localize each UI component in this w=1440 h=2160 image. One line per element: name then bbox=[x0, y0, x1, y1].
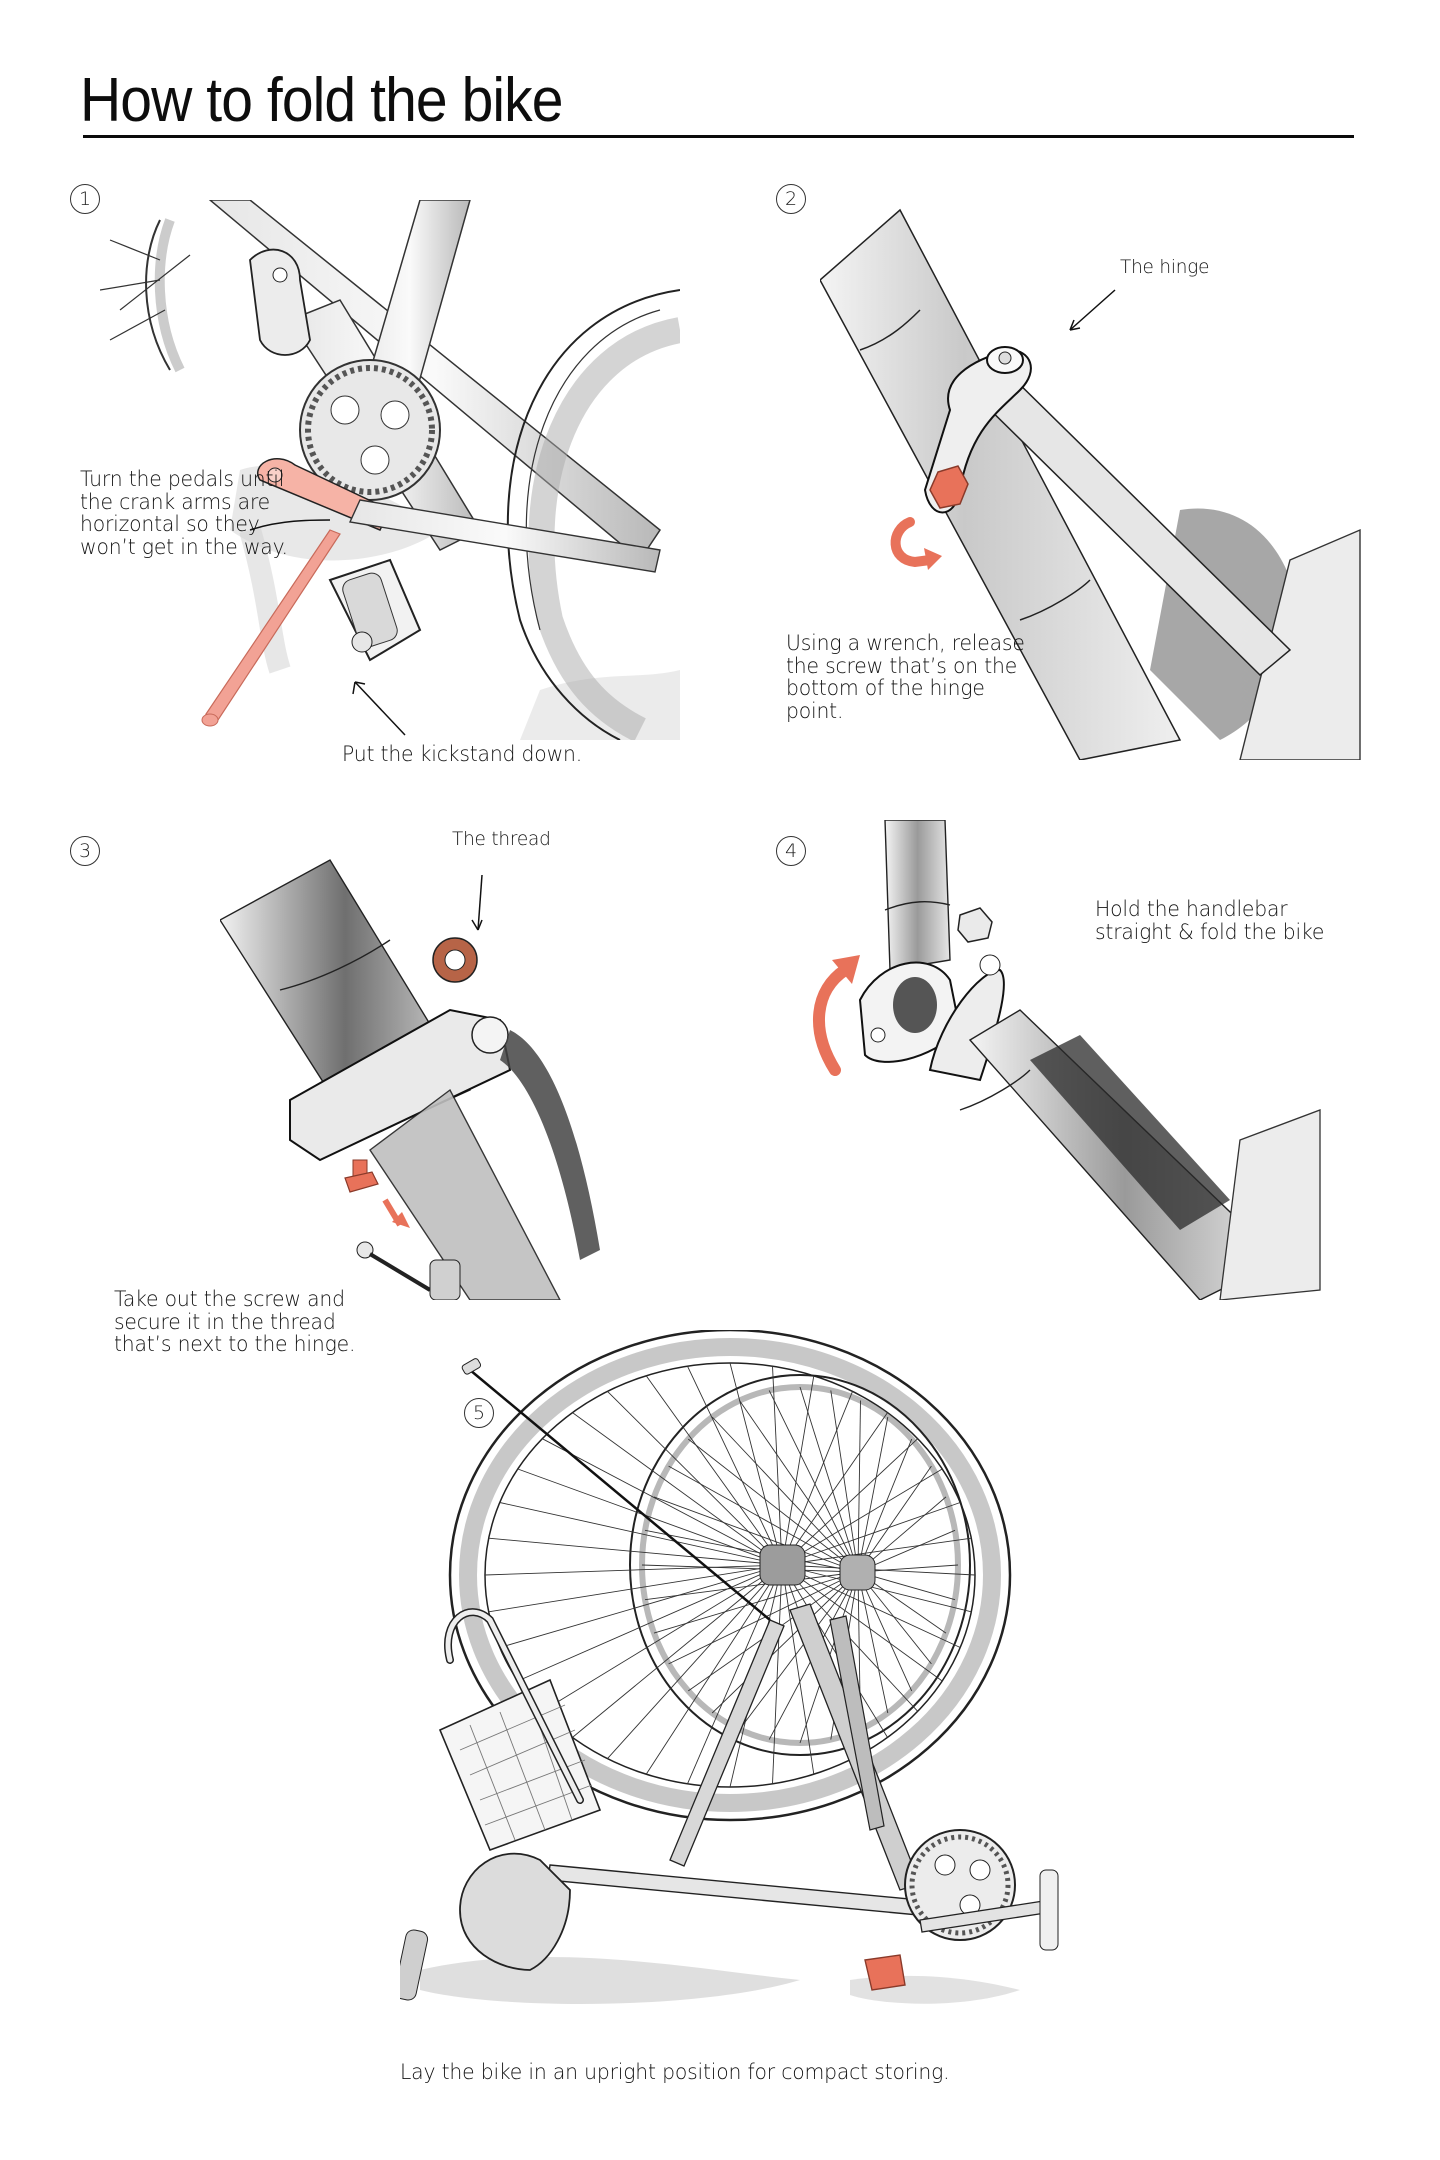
step-3-illustration bbox=[220, 830, 660, 1300]
spoke bbox=[857, 1571, 889, 1714]
wheel-spokes bbox=[484, 1362, 976, 1788]
spoke bbox=[645, 1564, 783, 1775]
spoke bbox=[799, 1386, 859, 1573]
spoke bbox=[517, 1564, 783, 1682]
step-3-number: 3 bbox=[70, 836, 100, 866]
spoke bbox=[711, 1416, 859, 1573]
spoke bbox=[711, 1571, 859, 1714]
spoke bbox=[781, 1468, 943, 1566]
seat bbox=[459, 1852, 571, 1971]
rear-wheel bbox=[448, 1330, 1012, 1822]
spoke bbox=[644, 1571, 859, 1601]
ground-shadow bbox=[420, 1957, 800, 2004]
spoke bbox=[653, 1571, 859, 1634]
page-title: How to fold the bike bbox=[80, 66, 563, 135]
spoke bbox=[781, 1564, 961, 1648]
spoke bbox=[739, 1400, 859, 1573]
thread-arrow bbox=[477, 874, 483, 931]
spoke bbox=[772, 1564, 783, 1784]
step-1-caption: Turn the pedals until the crank arms are… bbox=[80, 467, 288, 559]
step-3-caption: Take out the screw and secure it in the … bbox=[114, 1287, 356, 1356]
spoke bbox=[499, 1502, 783, 1566]
spoke bbox=[768, 1390, 859, 1573]
folded-bike-illustration bbox=[400, 1330, 1059, 2004]
step-1-number: 1 bbox=[70, 184, 100, 214]
spoke bbox=[607, 1564, 783, 1759]
step-5-illustration bbox=[400, 1330, 1080, 2020]
hinge-plate bbox=[289, 1008, 512, 1162]
step-2-illustration bbox=[820, 200, 1380, 760]
step-5-caption: Lay the bike in an upright position for … bbox=[400, 2060, 950, 2084]
spoke bbox=[687, 1366, 783, 1566]
step-1-illustration bbox=[100, 200, 680, 740]
spoke bbox=[781, 1564, 815, 1775]
spoke bbox=[645, 1375, 783, 1566]
screw-removal-illustration bbox=[220, 859, 600, 1300]
spoke bbox=[857, 1400, 861, 1573]
spoke bbox=[644, 1529, 859, 1573]
spoke bbox=[857, 1438, 913, 1573]
screw bbox=[344, 1171, 379, 1193]
spoke bbox=[641, 1564, 859, 1573]
kickstand bbox=[205, 529, 341, 721]
spoke bbox=[653, 1496, 859, 1573]
step-1-secondary-caption: Put the kickstand down. bbox=[342, 742, 583, 766]
spoke bbox=[781, 1375, 815, 1566]
thread-label: The thread bbox=[452, 828, 551, 850]
kickstand-foot bbox=[864, 1954, 906, 1991]
spoke bbox=[781, 1537, 972, 1566]
front-wheel-spokes bbox=[100, 239, 191, 341]
step-4-caption: Hold the handlebar straight & fold the b… bbox=[1095, 897, 1325, 944]
spoke bbox=[607, 1391, 783, 1566]
spoke bbox=[857, 1571, 913, 1692]
spoke bbox=[517, 1468, 783, 1566]
hinge-clamp bbox=[249, 248, 311, 356]
spoke bbox=[668, 1465, 859, 1573]
spoke bbox=[781, 1564, 976, 1576]
spoke bbox=[688, 1438, 859, 1573]
spoke bbox=[488, 1537, 783, 1566]
spoke bbox=[739, 1571, 859, 1730]
bike-crank-illustration bbox=[100, 200, 680, 740]
hinge-screw bbox=[929, 465, 969, 509]
spoke bbox=[830, 1390, 859, 1573]
spoke bbox=[687, 1564, 783, 1784]
spoke bbox=[781, 1564, 972, 1613]
front-wheel bbox=[629, 1374, 971, 1756]
spoke bbox=[499, 1564, 783, 1648]
spoke bbox=[572, 1412, 783, 1566]
spoke bbox=[488, 1564, 783, 1613]
spoke bbox=[572, 1564, 783, 1738]
hinge-arrow bbox=[1069, 289, 1116, 331]
kickstand-arrow bbox=[354, 681, 406, 736]
crank-leader-line bbox=[249, 519, 331, 531]
title-underline bbox=[83, 135, 1354, 138]
spoke bbox=[857, 1465, 932, 1573]
spoke bbox=[781, 1438, 919, 1566]
step-4-illustration bbox=[760, 820, 1360, 1300]
spoke bbox=[772, 1366, 783, 1566]
spoke bbox=[857, 1416, 889, 1573]
step-2-number: 2 bbox=[776, 184, 806, 214]
spoke bbox=[542, 1438, 783, 1566]
fold-frame-illustration bbox=[813, 820, 1321, 1300]
fold-arrow-icon bbox=[813, 964, 851, 1076]
hinge-illustration bbox=[820, 208, 1361, 760]
hinge-label: The hinge bbox=[1120, 256, 1210, 278]
step-2-caption: Using a wrench, release the screw that’s… bbox=[786, 631, 1025, 723]
spoke bbox=[542, 1564, 783, 1712]
spoke bbox=[484, 1564, 783, 1576]
spoke bbox=[781, 1564, 888, 1738]
spoke bbox=[668, 1571, 859, 1665]
step-5-number: 5 bbox=[464, 1398, 494, 1428]
rotate-arrow-icon bbox=[890, 517, 935, 568]
spoke bbox=[781, 1564, 943, 1682]
step-4-number: 4 bbox=[776, 836, 806, 866]
